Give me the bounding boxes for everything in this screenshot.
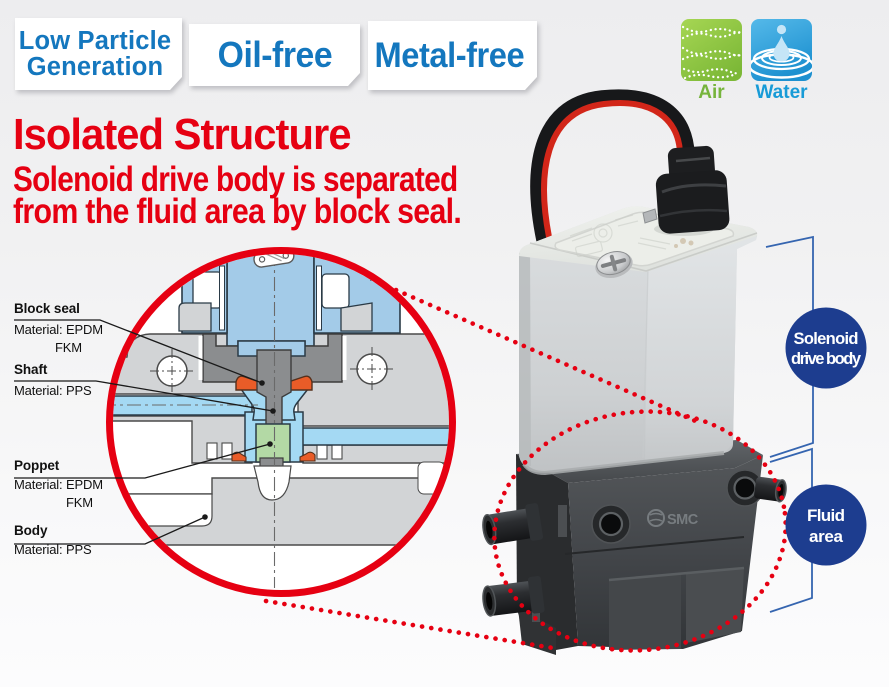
svg-text:drive body: drive body <box>791 350 862 368</box>
svg-text:Solenoid: Solenoid <box>794 330 859 348</box>
svg-text:SMC: SMC <box>667 512 699 528</box>
svg-text:Fluid: Fluid <box>807 506 845 525</box>
svg-text:area: area <box>809 527 844 546</box>
